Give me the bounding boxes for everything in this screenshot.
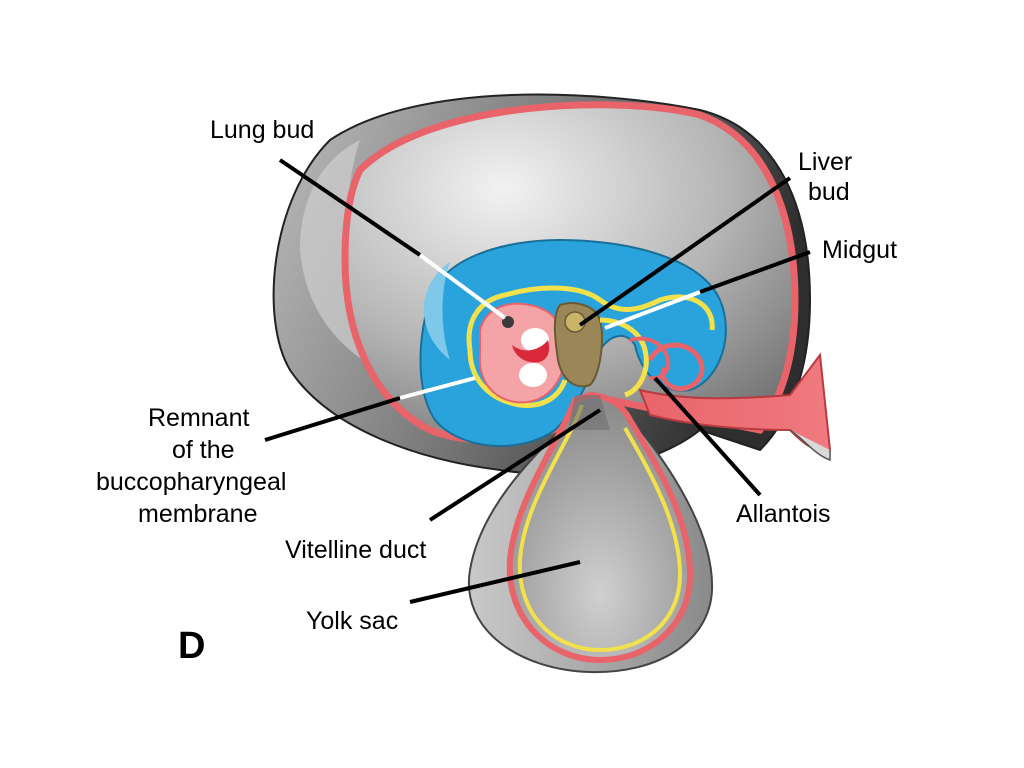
label-yolk-sac: Yolk sac: [306, 607, 399, 635]
label-midgut: Midgut: [822, 236, 898, 264]
midgut-leader-white: [604, 290, 701, 330]
leader-lines: [264, 158, 811, 604]
pharyngeal-region: [478, 302, 567, 404]
liver-bud-leader: [578, 176, 792, 327]
lung-bud-leader-white: [418, 253, 507, 320]
yolk-sac: [467, 391, 714, 674]
remnant-leader-white: [399, 376, 476, 400]
remnant-leader: [264, 396, 401, 442]
vitelline-duct: [568, 395, 610, 430]
connecting-stalk: [638, 352, 832, 462]
label-remnant-line3: buccopharyngeal: [96, 468, 287, 496]
yolk-sac-leader: [409, 560, 581, 604]
label-vitelline-duct: Vitelline duct: [285, 536, 427, 564]
label-liver-bud-line1: Liver: [798, 148, 853, 176]
vitelline-duct-leader: [428, 408, 602, 522]
label-remnant-line4: membrane: [138, 500, 258, 528]
label-remnant-line1: Remnant: [148, 404, 250, 432]
label-liver-bud-line2: bud: [808, 178, 850, 206]
lung-bud-leader: [278, 158, 422, 257]
midgut-leader: [699, 250, 811, 294]
allantois-leader: [653, 376, 762, 497]
label-lung-bud: Lung bud: [210, 116, 315, 144]
panel-letter: D: [178, 625, 206, 667]
label-allantois: Allantois: [736, 500, 831, 528]
liver-bud: [553, 302, 603, 388]
label-remnant-line2: of the: [172, 436, 235, 464]
